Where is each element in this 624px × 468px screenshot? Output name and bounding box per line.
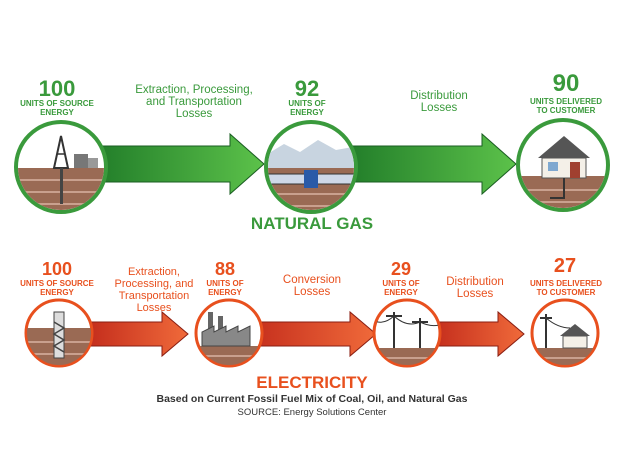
gas-loss-2: Distribution Losses <box>410 90 468 114</box>
gas-house-icon <box>516 118 610 212</box>
elec-loss-2: Conversion Losses <box>282 274 342 298</box>
gas-stage-3-label: UNITS DELIVERED TO CUSTOMER <box>529 97 602 115</box>
elec-stage-1-label: UNITS OF SOURCE ENERGY <box>20 279 94 297</box>
gas-stage-2-value: 92 <box>294 76 320 101</box>
gas-wellhead-icon <box>14 120 108 214</box>
elec-loss-1: Extraction, Processing, and Transportati… <box>114 266 194 314</box>
elec-house-icon <box>530 298 600 368</box>
gas-stage-2-label: UNITS OF ENERGY <box>288 99 326 117</box>
gas-stage-3-value: 90 <box>552 70 580 97</box>
elec-stage-1-value: 100 <box>41 259 73 279</box>
gas-arrow-1 <box>87 132 265 196</box>
gas-arrow-2 <box>339 132 517 196</box>
footer-note: Based on Current Fossil Fuel Mix of Coal… <box>156 393 468 405</box>
elec-stage-3-label: UNITS OF ENERGY <box>382 279 420 297</box>
gas-stage-1-value: 100 <box>38 76 76 101</box>
elec-arrow-1 <box>79 310 189 358</box>
gas-stage-1-label: UNITS OF SOURCE ENERGY <box>20 99 94 117</box>
elec-stage-3-value: 29 <box>390 259 412 279</box>
gas-pipeline-icon <box>264 120 358 214</box>
elec-stage-4-value: 27 <box>553 255 577 277</box>
elec-mine-icon <box>24 298 94 368</box>
elec-stage-2-value: 88 <box>214 259 236 279</box>
footer-source: SOURCE: Energy Solutions Center <box>237 407 387 418</box>
elec-power-plant-icon <box>194 298 264 368</box>
elec-loss-3: Distribution Losses <box>446 276 504 300</box>
elec-stage-4-label: UNITS DELIVERED TO CUSTOMER <box>529 279 602 297</box>
gas-title: NATURAL GAS <box>250 214 374 233</box>
elec-stage-2-label: UNITS OF ENERGY <box>206 279 244 297</box>
gas-loss-1: Extraction, Processing, and Transportati… <box>135 84 253 120</box>
elec-title: ELECTRICITY <box>256 373 368 392</box>
elec-power-line-icon <box>372 298 442 368</box>
